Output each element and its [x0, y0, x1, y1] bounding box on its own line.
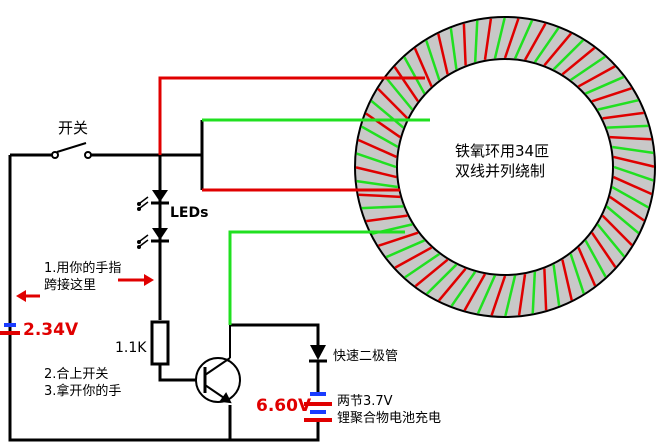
winding-turn — [602, 111, 644, 120]
winding-turn — [483, 18, 493, 61]
winding-turn — [360, 125, 399, 149]
winding-turn — [356, 179, 399, 189]
winding-turn — [569, 253, 585, 294]
winding-turn — [462, 23, 467, 66]
winding-turn — [531, 271, 537, 314]
winding-turn — [358, 193, 401, 199]
voltage-left: 2.34V — [23, 320, 79, 340]
winding-turn — [437, 267, 467, 302]
battery-left-symbol — [0, 323, 20, 335]
winding-turn — [611, 185, 650, 209]
toroid-label-line1: 铁氧环用34匝 — [455, 142, 550, 160]
winding-turn — [584, 239, 607, 278]
led-1 — [137, 190, 169, 211]
ferrite-toroid — [354, 16, 656, 318]
winding-turn — [414, 258, 449, 288]
resistor-label: 1.1K — [115, 340, 147, 356]
step2-label: 2.合上开关 — [44, 367, 109, 382]
step1-line1: 1.用你的手指 — [44, 261, 122, 276]
battery-label-line2: 锂聚合物电池充电 — [337, 411, 442, 426]
winding-turn — [384, 76, 414, 111]
winding-leads — [158, 76, 430, 325]
winding-turn — [609, 135, 652, 141]
winding-turn — [403, 56, 426, 95]
winding-turn — [377, 87, 409, 120]
winding-turn — [613, 165, 654, 182]
winding-turn — [533, 27, 560, 63]
winding-turn — [378, 231, 419, 247]
leds-label: LEDs — [170, 205, 209, 221]
switch-symbol[interactable] — [51, 142, 92, 159]
winding-turn — [561, 46, 596, 76]
winding-turn — [425, 263, 458, 295]
winding-turn — [476, 275, 497, 315]
winding-turn — [356, 152, 397, 169]
voltage-right: 6.60V — [256, 396, 312, 416]
winding-turn — [606, 124, 649, 129]
winding-turn — [473, 20, 479, 63]
winding-turn — [366, 214, 408, 223]
transistor-symbol — [195, 325, 241, 404]
winding-turn — [552, 39, 585, 71]
diode-label: 快速二极管 — [333, 349, 399, 364]
battery-right-symbol — [304, 392, 332, 422]
winding-turn — [611, 145, 654, 155]
winding-turn — [590, 231, 617, 268]
winding-turn — [493, 17, 506, 59]
winding-turn — [513, 19, 534, 59]
winding-turn — [361, 205, 404, 210]
winding-turn — [543, 32, 573, 67]
winding-turn — [449, 28, 458, 70]
winding-turn — [503, 18, 520, 59]
winding-turn — [591, 87, 632, 103]
winding-turn — [357, 138, 397, 159]
winding-turn — [569, 55, 606, 82]
winding-turn — [370, 99, 405, 129]
winding-turn — [543, 268, 548, 311]
winding-turn — [601, 214, 633, 247]
led-2 — [137, 228, 169, 249]
toroid-label-line2: 双线并列绕制 — [455, 162, 546, 180]
winding-turn — [425, 40, 441, 81]
winding-turn — [413, 47, 433, 87]
winding-turn — [365, 112, 401, 139]
winding-turn — [504, 275, 517, 317]
winding-turn — [577, 247, 597, 287]
winding-turn — [463, 273, 487, 312]
winding-turn — [385, 239, 425, 259]
winding-turn — [355, 166, 397, 179]
winding-turn — [613, 155, 655, 168]
winding-turn — [523, 22, 547, 61]
winding-turn — [450, 271, 477, 307]
winding-turn — [552, 264, 561, 306]
battery-label-line1: 两节3.7V — [337, 394, 393, 409]
winding-turn — [596, 223, 626, 258]
winding-turn — [404, 252, 441, 279]
toroid-windings — [355, 17, 655, 317]
winding-turn — [393, 66, 420, 103]
step1-line2: 跨接这里 — [44, 278, 97, 293]
winding-turn — [561, 259, 573, 301]
winding-turn — [605, 205, 640, 235]
winding-turn — [609, 195, 645, 222]
switch-label: 开关 — [58, 119, 89, 137]
winding-turn — [597, 99, 639, 111]
winding-turn — [577, 65, 616, 88]
winding-turn — [394, 246, 433, 269]
fast-diode-symbol — [309, 345, 327, 363]
annotation-arrows — [16, 274, 154, 302]
step3-label: 3.拿开你的手 — [44, 384, 122, 399]
winding-turn — [585, 75, 625, 95]
winding-turn — [613, 175, 653, 196]
winding-turn — [490, 275, 507, 316]
winding-turn — [517, 273, 527, 316]
resistor-symbol — [150, 320, 170, 366]
winding-turn — [437, 33, 449, 75]
